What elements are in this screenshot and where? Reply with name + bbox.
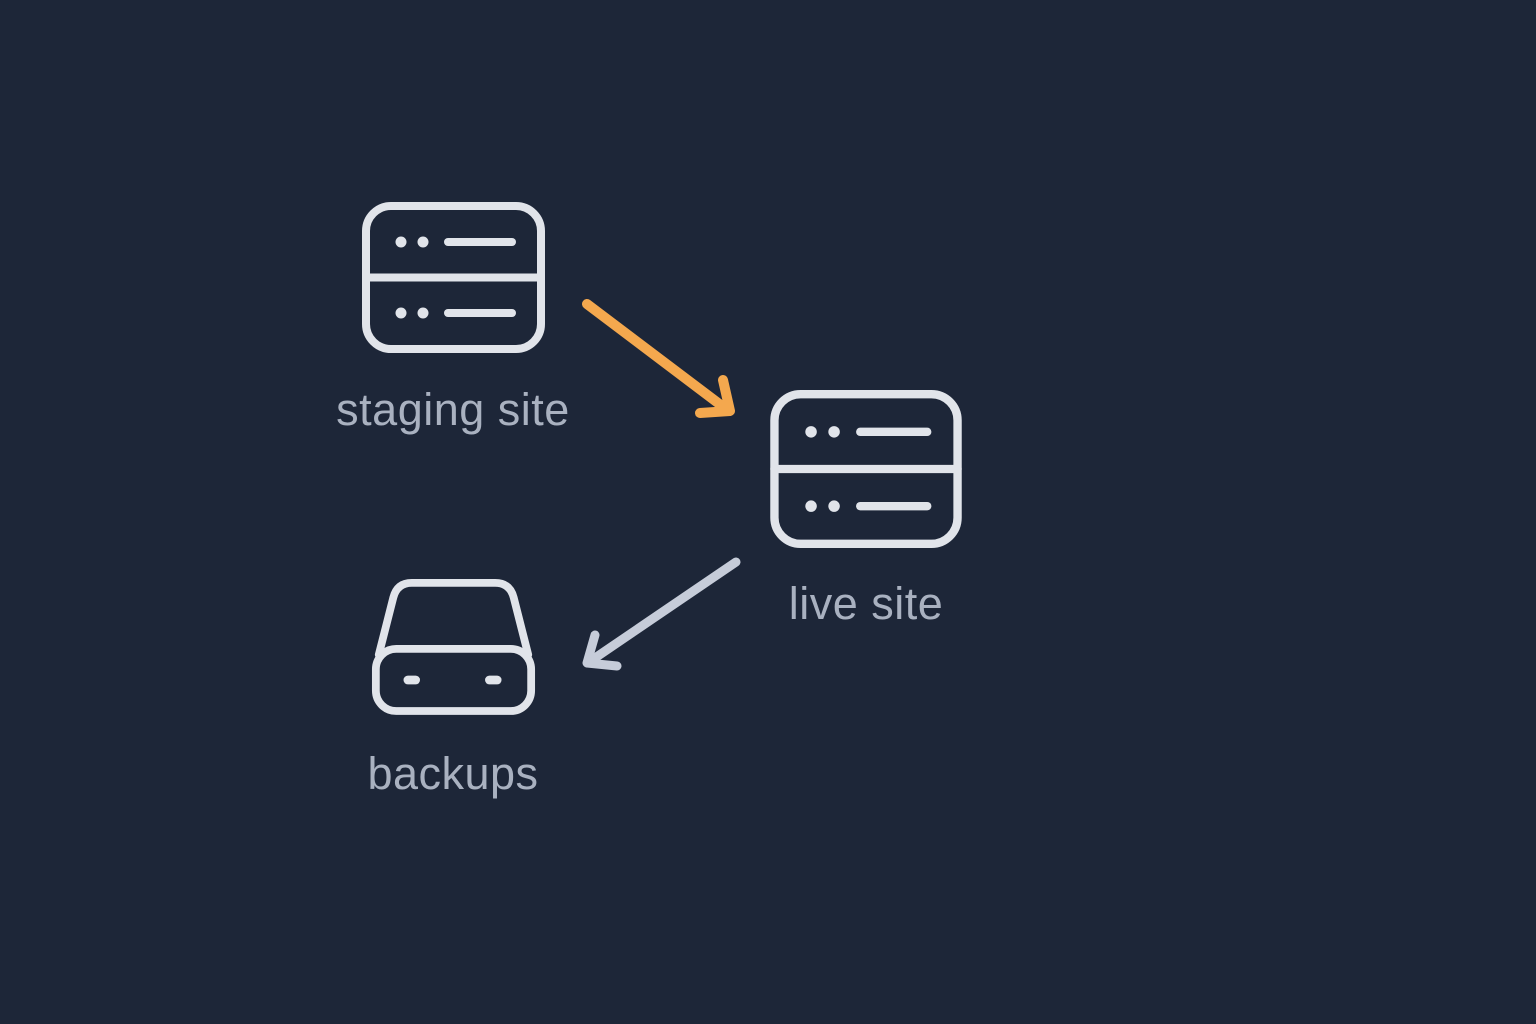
arrow-staging-to-live <box>582 299 735 418</box>
node-live-site: live site <box>713 390 1019 630</box>
node-label-backups: backups <box>367 748 539 799</box>
arrow-staging-to-live-shaft <box>582 299 731 414</box>
server-icon <box>770 390 962 548</box>
node-label-staging-site: staging site <box>336 384 570 435</box>
server-icon <box>361 202 545 353</box>
node-label-live-site: live site <box>788 578 944 629</box>
hard-drive-icon <box>371 579 535 715</box>
node-backups: backups <box>300 577 606 800</box>
node-staging-site: staging site <box>300 202 606 436</box>
